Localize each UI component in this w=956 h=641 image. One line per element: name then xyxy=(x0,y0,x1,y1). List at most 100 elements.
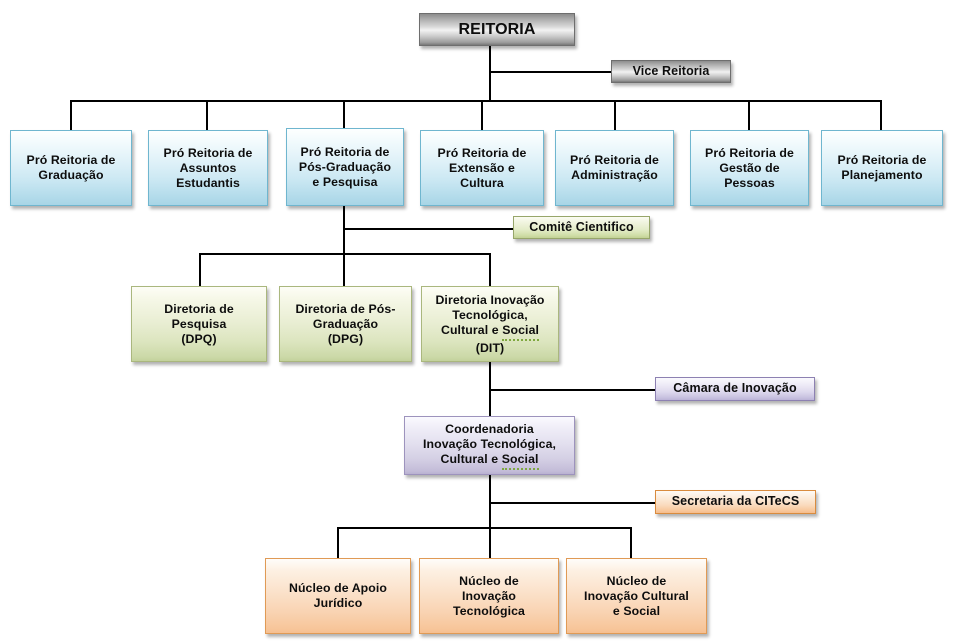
node-nucleo-inovacao-cultural-social[interactable]: Núcleo de Inovação Cultural e Social xyxy=(566,558,707,634)
node-nucleo-inovacao-tecnologica[interactable]: Núcleo de Inovação Tecnológica xyxy=(419,558,559,634)
line-2: Assuntos xyxy=(179,160,237,175)
connector-drop-dir-3 xyxy=(489,253,491,286)
connector-drop-pr-3 xyxy=(343,100,345,130)
connector-drop-pr-4 xyxy=(481,100,483,130)
line-2: Gestão de xyxy=(719,160,780,175)
node-pro-reitoria-assuntos-estudantis[interactable]: Pró Reitoria de Assuntos Estudantis xyxy=(148,130,268,206)
connector-nucleo-bus xyxy=(337,527,631,529)
node-pro-reitoria-graduacao[interactable]: Pró Reitoria de Graduação xyxy=(10,130,132,206)
node-label: Diretoria Inovação Tecnológica, Cultural… xyxy=(426,293,554,356)
node-reitoria[interactable]: REITORIA xyxy=(419,13,575,46)
node-secretaria-citecs[interactable]: Secretaria da CITeCS xyxy=(655,490,816,514)
line-1: Núcleo de xyxy=(459,573,519,588)
line-2: Graduação xyxy=(312,316,379,331)
line-2: Tecnológica, xyxy=(452,307,528,322)
line-2: Jurídico xyxy=(313,596,363,610)
connector-drop-nuc-1 xyxy=(337,527,339,558)
line-2: Pós-Graduação xyxy=(298,159,392,174)
node-diretoria-pesquisa[interactable]: Diretoria de Pesquisa (DPQ) xyxy=(131,286,267,362)
line-1: Coordenadoria xyxy=(445,421,534,436)
connector-drop-dir-1 xyxy=(199,253,201,286)
line-1: Pró Reitoria de xyxy=(437,145,527,160)
misspelled-word: Social xyxy=(501,452,539,470)
line-1: Diretoria Inovação xyxy=(435,292,545,307)
node-pro-reitoria-gestao-pessoas[interactable]: Pró Reitoria de Gestão de Pessoas xyxy=(690,130,809,206)
node-label: Pró Reitoria de Pós-Graduação e Pesquisa xyxy=(291,145,399,190)
line-3: Cultural e Social xyxy=(441,323,540,341)
node-nucleo-apoio-juridico[interactable]: Núcleo de Apoio Jurídico xyxy=(265,558,411,634)
connector-drop-nuc-3 xyxy=(630,527,632,558)
line-3: (DPG) xyxy=(327,331,364,346)
line-1: Diretoria de Pós- xyxy=(295,301,396,316)
connector-drop-pr-6 xyxy=(748,100,750,130)
connector-drop-pr-1 xyxy=(70,100,72,130)
node-comite-cientifico-label: Comitê Cientifico xyxy=(529,219,634,234)
line-3: Tecnológica xyxy=(453,603,525,618)
line-3: Pessoas xyxy=(724,175,775,190)
connector-drop-dir-2 xyxy=(343,253,345,286)
connector-drop-nuc-2 xyxy=(489,527,491,558)
node-reitoria-label: REITORIA xyxy=(458,20,536,38)
line-4: (DIT) xyxy=(475,340,505,355)
node-vice-reitoria-label: Vice Reitoria xyxy=(632,63,710,78)
node-vice-reitoria[interactable]: Vice Reitoria xyxy=(611,60,731,83)
node-label: Pró Reitoria de Administração xyxy=(560,153,669,183)
node-diretoria-inovacao-tecnologica[interactable]: Diretoria Inovação Tecnológica, Cultural… xyxy=(421,286,559,362)
line-2: Graduação xyxy=(38,168,104,182)
line-1: Pró Reitoria de xyxy=(163,145,253,160)
line-2: Planejamento xyxy=(841,168,923,182)
node-camara-inovacao[interactable]: Câmara de Inovação xyxy=(655,377,815,401)
connector-vice-horizontal xyxy=(489,71,611,73)
connector-drop-pr-7 xyxy=(880,100,882,130)
connector-root-vertical xyxy=(489,46,491,102)
node-label: Núcleo de Inovação Cultural e Social xyxy=(571,574,702,619)
line-1: Pró Reitoria de xyxy=(26,153,116,167)
line-2: Pesquisa xyxy=(171,316,227,331)
line-3: Estudantis xyxy=(176,175,240,190)
line-1: Pró Reitoria de xyxy=(300,144,390,159)
connector-proreitoria-bus xyxy=(70,100,881,102)
connector-camara-horizontal xyxy=(489,389,655,391)
node-label: Pró Reitoria de Assuntos Estudantis xyxy=(153,146,263,191)
line-2: Inovação Tecnológica, xyxy=(422,436,557,451)
line-2: Inovação Cultural xyxy=(584,588,689,603)
node-diretoria-pos-graduacao[interactable]: Diretoria de Pós- Graduação (DPG) xyxy=(279,286,412,362)
line-2: Extensão e xyxy=(449,160,515,175)
connector-secretaria-horizontal xyxy=(489,502,655,504)
node-pro-reitoria-planejamento[interactable]: Pró Reitoria de Planejamento xyxy=(821,130,943,206)
node-label: Diretoria de Pós- Graduação (DPG) xyxy=(284,302,407,347)
line-1: Núcleo de Apoio xyxy=(288,581,388,595)
node-label: Pró Reitoria de Graduação xyxy=(15,153,127,183)
connector-drop-pr-5 xyxy=(614,100,616,130)
line-1: Pró Reitoria de xyxy=(705,145,794,160)
line-3: Cultura xyxy=(460,175,504,190)
node-comite-cientifico[interactable]: Comitê Cientifico xyxy=(513,216,650,239)
node-label: Pró Reitoria de Gestão de Pessoas xyxy=(695,146,804,191)
node-label: Pró Reitoria de Extensão e Cultura xyxy=(425,146,539,191)
connector-posgrad-vertical xyxy=(343,206,345,286)
node-label: Diretoria de Pesquisa (DPQ) xyxy=(136,302,262,347)
connector-comite-horizontal xyxy=(343,228,513,230)
node-label: Pró Reitoria de Planejamento xyxy=(826,153,938,183)
line-1: Núcleo de xyxy=(606,573,667,588)
node-pro-reitoria-extensao-cultura[interactable]: Pró Reitoria de Extensão e Cultura xyxy=(420,130,544,206)
node-pro-reitoria-pos-graduacao-pesquisa[interactable]: Pró Reitoria de Pós-Graduação e Pesquisa xyxy=(286,128,404,206)
node-secretaria-citecs-label: Secretaria da CITeCS xyxy=(671,494,800,509)
node-label: Núcleo de Apoio Jurídico xyxy=(270,581,406,611)
line-1: Pró Reitoria de xyxy=(837,153,927,167)
line-1: Pró Reitoria de xyxy=(570,153,659,167)
node-label: Coordenadoria Inovação Tecnológica, Cult… xyxy=(409,422,570,470)
connector-drop-pr-2 xyxy=(206,100,208,130)
line-3: (DPQ) xyxy=(181,331,217,346)
line-2: Inovação xyxy=(461,588,517,603)
node-coordenadoria-inovacao[interactable]: Coordenadoria Inovação Tecnológica, Cult… xyxy=(404,416,575,475)
line-3: Cultural e Social xyxy=(440,452,539,470)
line-1: Diretoria de xyxy=(164,301,234,316)
node-camara-inovacao-label: Câmara de Inovação xyxy=(673,381,797,396)
line-3: e Social xyxy=(612,603,661,618)
line-2: Administração xyxy=(571,168,658,182)
node-pro-reitoria-administracao[interactable]: Pró Reitoria de Administração xyxy=(555,130,674,206)
connector-coordenadoria-vertical xyxy=(489,475,491,558)
line-3: e Pesquisa xyxy=(312,174,378,189)
